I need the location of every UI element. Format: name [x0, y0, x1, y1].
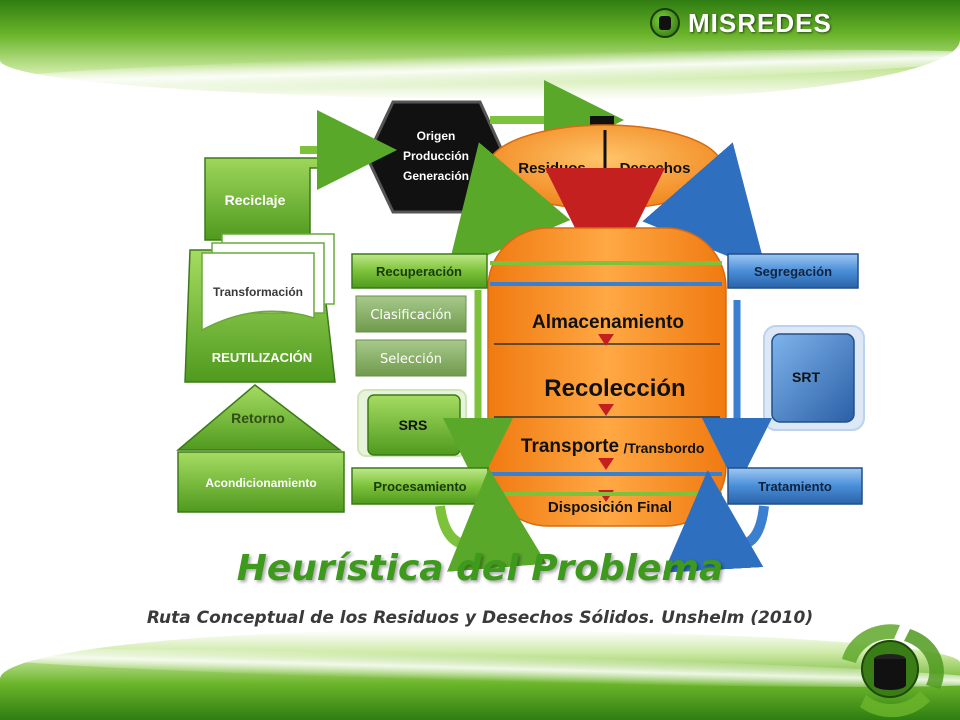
tratamiento-loop-arrow — [663, 470, 769, 573]
srt-box: SRT — [763, 325, 865, 431]
srs-box: SRS — [357, 389, 467, 457]
stage-arrow-1 — [598, 334, 614, 346]
procesamiento-label: Procesamiento — [373, 479, 466, 494]
acondicionamiento-block: Acondicionamiento — [177, 451, 345, 513]
seleccion-label: Selección — [380, 352, 442, 367]
residuos-desechos-oval: Residuos Desechos — [487, 124, 723, 210]
tratamiento-label: Tratamiento — [758, 479, 832, 494]
stage-arrow-3 — [598, 458, 614, 470]
brand: MISREDES — [650, 6, 832, 40]
retorno-block: Retorno — [175, 384, 343, 451]
oval-to-recuperacion-arrow — [446, 142, 571, 273]
reutilizacion-label: REUTILIZACIÓN — [212, 350, 312, 365]
transbordo-label: /Transbordo — [624, 440, 705, 456]
reciclaje-block: Reciclaje — [204, 148, 364, 241]
seleccion-box: Selección — [355, 339, 467, 377]
brand-logo-icon — [650, 8, 680, 38]
clasificacion-label: Clasificación — [370, 308, 451, 323]
reciclaje-label: Reciclaje — [225, 192, 286, 208]
clasificacion-box: Clasificación — [355, 295, 467, 333]
oval-to-segregacion-arrow — [642, 142, 767, 273]
hexagon-line-1: Origen — [417, 129, 456, 143]
almacenamiento-label: Almacenamiento — [532, 312, 684, 333]
transformacion-label: Transformación — [213, 285, 303, 299]
recoleccion-label: Recolección — [544, 375, 685, 402]
recuperacion-bar: Recuperación — [351, 253, 488, 289]
srt-label: SRT — [792, 369, 820, 385]
transformacion-block: Transformación — [201, 233, 335, 332]
transporte-label: Transporte — [521, 436, 619, 457]
desechos-label: Desechos — [620, 160, 691, 177]
stage-arrow-2 — [598, 404, 614, 416]
page-subtitle: Ruta Conceptual de los Residuos y Desech… — [146, 608, 814, 628]
hexagon-line-2: Producción — [403, 149, 469, 163]
acondicionamiento-label: Acondicionamiento — [205, 476, 316, 490]
residuos-label: Residuos — [518, 160, 586, 177]
recycling-logo — [842, 624, 944, 718]
procesamiento-loop-arrow — [435, 468, 547, 572]
disposicion-final-label: Disposición Final — [548, 499, 672, 516]
page-title: Heurística del Problema — [236, 548, 724, 589]
segregacion-label: Segregación — [754, 264, 832, 279]
retorno-label: Retorno — [231, 410, 285, 426]
origen-hexagon: Origen Producción Generación — [365, 100, 507, 214]
procesamiento-bar: Procesamiento — [351, 467, 489, 505]
recuperacion-label: Recuperación — [376, 264, 462, 279]
brand-name: MISREDES — [688, 7, 832, 38]
tratamiento-bar: Tratamiento — [727, 467, 863, 505]
segregacion-bar: Segregación — [727, 253, 859, 289]
central-stages-column: Almacenamiento Recolección Transporte /T… — [487, 227, 727, 527]
hexagon-line-3: Generación — [403, 169, 469, 183]
srs-label: SRS — [399, 417, 428, 433]
